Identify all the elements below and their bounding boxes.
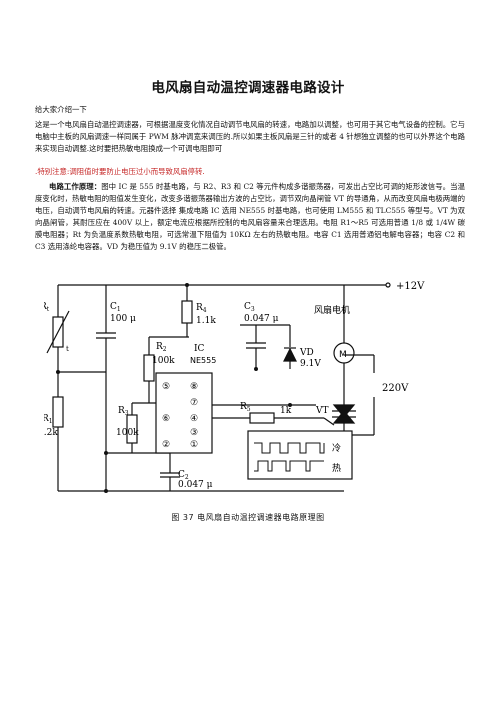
label-ic-model: NE555 (190, 356, 216, 365)
label-rt-t: t (66, 345, 69, 353)
label-plus12v: +12V (396, 281, 425, 292)
label-c2-value: 0.047 μ (178, 480, 213, 490)
label-r4-value: 1.1k (196, 316, 216, 326)
pin-8: ⑧ (190, 382, 198, 392)
label-r4: R4 (196, 303, 207, 314)
label-hot: 热 (332, 462, 341, 474)
label-vd-value: 9.1V (300, 359, 321, 369)
label-c3-value: 0.047 μ (244, 314, 279, 324)
figure-caption: 图 37 电风扇自动温控调速器电路原理图 (171, 513, 325, 522)
label-r1-value: 2.2k (44, 428, 58, 438)
principle-text: 图中 IC 是 555 时基电路，与 R2、R3 和 C2 等元件构成多谐振荡器… (35, 182, 465, 251)
label-fan-motor: 风扇电机 (314, 304, 350, 316)
circuit-diagram: Rt t C1 100 μ R4 1.1k C3 0.047 μ R2 100k… (44, 281, 425, 493)
label-cold: 冷 (332, 442, 341, 454)
label-r2: R2 (156, 342, 167, 353)
warning-note: .特别注意:调阻值时要防止电压过小而导致风扇停转. (35, 167, 205, 176)
pin-7: ⑦ (190, 398, 198, 408)
label-c2: C2 (178, 470, 189, 481)
pin-4: ④ (190, 414, 198, 424)
label-c3: C3 (244, 302, 255, 313)
paragraph-intro: 这是一个电风扇自动温控调速器，可根据温度变化情况自动调节电风扇的转速，电路加以调… (35, 120, 465, 153)
pin-2: ② (162, 440, 170, 450)
label-c1-value: 100 μ (110, 314, 136, 324)
label-motor: M (339, 350, 347, 360)
label-c1: C1 (110, 302, 121, 313)
label-ic: IC (194, 344, 205, 354)
label-r3-value: 100k (116, 428, 139, 438)
pin-5: ⑤ (162, 382, 170, 392)
label-r5-value: 1k (280, 406, 292, 416)
pin-1: ① (190, 440, 198, 450)
pin-3: ③ (190, 428, 198, 438)
label-220v: 220V (382, 383, 409, 394)
label-rt: Rt (44, 302, 50, 313)
label-vd: VD (299, 348, 314, 358)
document-title: 电风扇自动温控调速器电路设计 (151, 80, 345, 96)
intro-heading: 给大家介绍一下 (35, 105, 87, 114)
label-r2-value: 100k (152, 356, 175, 366)
label-r5: R5 (240, 402, 251, 413)
principle-label: 电路工作原理： (49, 182, 102, 191)
label-vt: VT (315, 406, 329, 416)
label-r1: R1 (44, 414, 53, 425)
label-r3: R3 (118, 406, 129, 417)
paragraph-principle: 电路工作原理：图中 IC 是 555 时基电路，与 R2、R3 和 C2 等元件… (35, 181, 465, 253)
pin-6: ⑥ (162, 414, 170, 424)
